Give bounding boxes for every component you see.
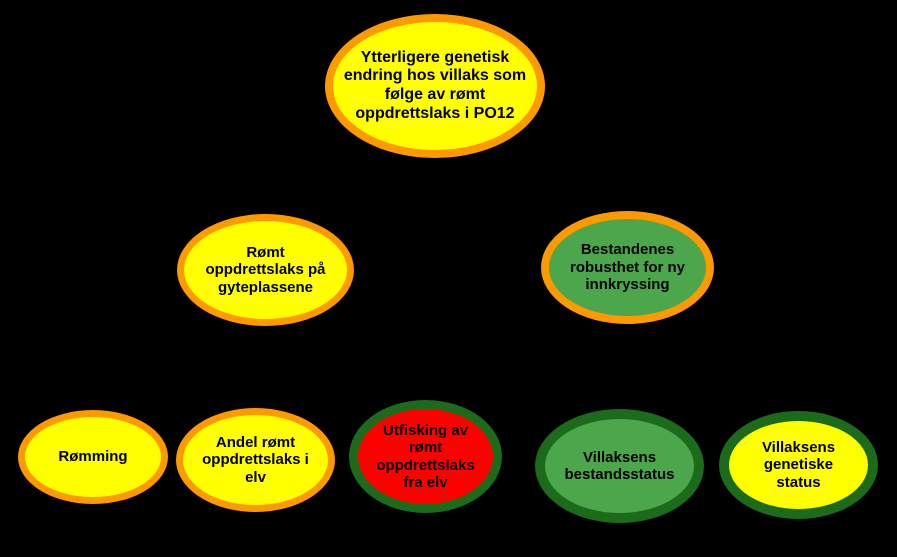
node-label: Villaksens genetiske status <box>761 438 836 491</box>
node-label: Ytterligere genetisk endring hos villaks… <box>343 48 527 122</box>
node-romming: Rømming <box>18 410 168 504</box>
node-label: Andel rømt oppdrettslaks i elv <box>202 433 309 486</box>
node-label: Rømming <box>58 448 128 466</box>
node-bestandenes-robusthet: Bestandenes robusthet for ny innkryssing <box>541 211 714 324</box>
node-label: Rømt oppdrettslaks på gyteplassene <box>205 243 326 296</box>
node-villaksens-genetiske-status: Villaksens genetiske status <box>719 411 878 519</box>
node-romt-oppdrettslaks-gyteplassene: Rømt oppdrettslaks på gyteplassene <box>177 214 354 326</box>
node-villaksens-bestandsstatus: Villaksens bestandsstatus <box>535 409 704 523</box>
node-label: Bestandenes robusthet for ny innkryssing <box>570 241 685 294</box>
node-genetic-change-po12: Ytterligere genetisk endring hos villaks… <box>325 14 545 158</box>
node-andel-romt-oppdrettslaks-elv: Andel rømt oppdrettslaks i elv <box>176 408 335 512</box>
node-label: Villaksens bestandsstatus <box>564 448 675 483</box>
node-label: Utfisking av rømt oppdrettslaks fra elv <box>376 421 475 491</box>
node-utfisking-romt-oppdrettslaks: Utfisking av rømt oppdrettslaks fra elv <box>349 400 502 513</box>
